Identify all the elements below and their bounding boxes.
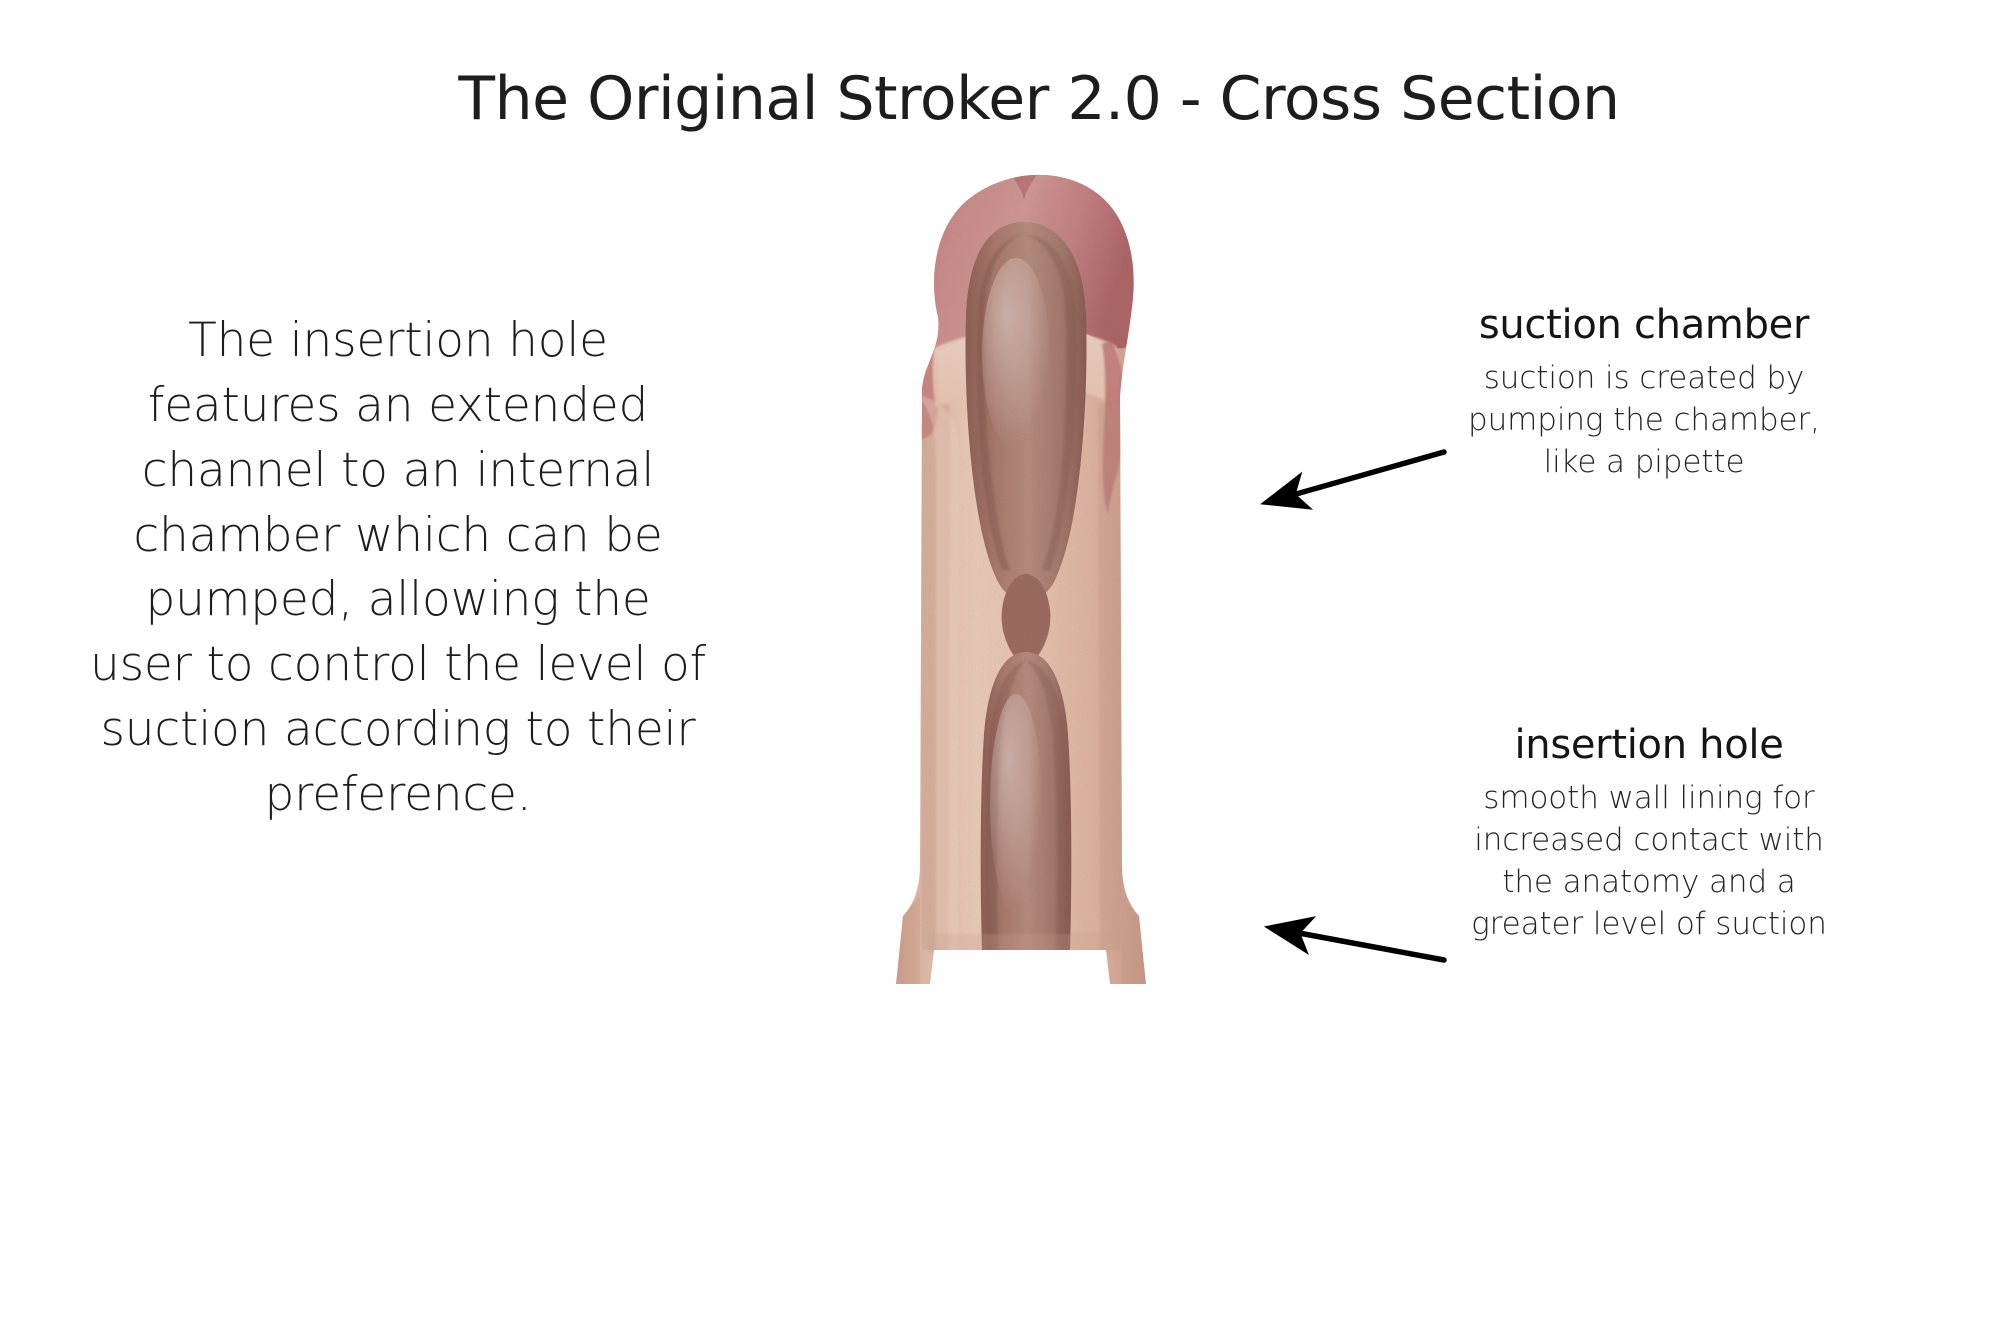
callout-insertion-hole-description: smooth wall lining for increased contact…: [1471, 780, 1827, 943]
callout-suction-chamber-description: suction is created by pumping the chambe…: [1468, 360, 1820, 481]
sleeve-shading: [896, 396, 1146, 984]
product-illustration: [896, 174, 1146, 985]
callout-insertion-hole-title: insertion hole: [1514, 722, 1784, 768]
inner-channel: [965, 222, 1087, 950]
callout-insertion-hole: insertion hole smooth wall lining for in…: [1418, 722, 1880, 946]
product-cross-section-image: [810, 104, 1230, 1004]
description-paragraph: The insertion hole features an extended …: [90, 313, 706, 823]
callout-suction-chamber-title: suction chamber: [1478, 302, 1810, 348]
callout-suction-chamber: suction chamber suction is created by pu…: [1418, 302, 1870, 483]
page-title: The Original Stroker 2.0 - Cross Section: [458, 64, 1620, 135]
